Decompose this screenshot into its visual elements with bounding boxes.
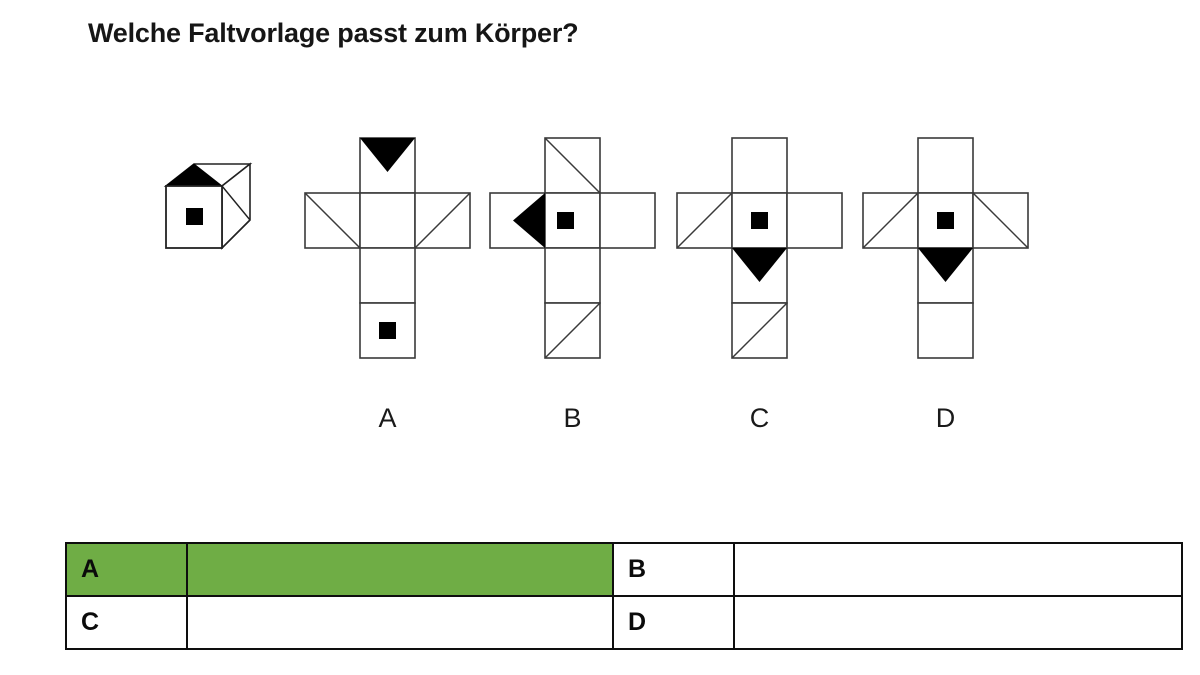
diagonal-b-top [544, 137, 601, 194]
net-b-icon [489, 137, 656, 359]
option-b[interactable]: B [485, 120, 660, 432]
diagonal-a-right [414, 192, 471, 249]
answer-grid: A B C D [65, 542, 1183, 650]
answer-key-c: C [65, 595, 188, 650]
cell-c-r1c2 [786, 192, 843, 249]
cube-front-face [165, 185, 223, 249]
cube-icon [163, 162, 253, 250]
diagonal-a-left [304, 192, 361, 249]
cell-d-r0c1 [917, 137, 974, 194]
square-d-center [937, 212, 954, 229]
diagonal-c-bottom [731, 302, 788, 359]
diagonal-d-left [862, 192, 919, 249]
cell-a-r1c1 [359, 192, 416, 249]
option-a[interactable]: A [300, 120, 475, 432]
answer-value-a[interactable] [186, 542, 614, 597]
triangle-c-below-center [732, 248, 787, 282]
triangle-a-top [360, 138, 415, 172]
square-c-center [751, 212, 768, 229]
answer-key-b: B [612, 542, 735, 597]
cube-right-diagonal-b [221, 219, 251, 249]
answer-value-d[interactable] [733, 595, 1183, 650]
answer-key-a: A [65, 542, 188, 597]
triangle-d-below-center [918, 248, 973, 282]
cell-d-r3c1 [917, 302, 974, 359]
cube-front-black-square [186, 208, 203, 225]
net-a-icon [304, 137, 471, 359]
option-a-label: A [378, 403, 397, 433]
option-d-label: D [935, 403, 956, 433]
answer-value-c[interactable] [186, 595, 614, 650]
option-b-label: B [563, 403, 582, 433]
option-c[interactable]: C [672, 120, 847, 432]
square-a-bottom [379, 322, 396, 339]
table-row: A B [65, 542, 1183, 597]
cube-right-diagonal-a [221, 185, 251, 221]
square-b-center [557, 212, 574, 229]
figure-strip: A B [0, 120, 1200, 450]
option-c-label: C [749, 403, 770, 433]
table-row: C D [65, 595, 1183, 650]
triangle-b-left [513, 193, 545, 248]
cell-b-r1c2 [599, 192, 656, 249]
cell-c-r0c1 [731, 137, 788, 194]
net-c-icon [676, 137, 843, 359]
net-d-icon [862, 137, 1029, 359]
cell-b-r2c1 [544, 247, 601, 304]
answer-key-d: D [612, 595, 735, 650]
diagonal-d-right [972, 192, 1029, 249]
diagonal-b-bottom [544, 302, 601, 359]
reference-solid [150, 158, 280, 258]
page-title: Welche Faltvorlage passt zum Körper? [88, 18, 579, 48]
diagonal-c-left [676, 192, 733, 249]
answer-value-b[interactable] [733, 542, 1183, 597]
cell-a-r2c1 [359, 247, 416, 304]
option-d[interactable]: D [858, 120, 1033, 432]
